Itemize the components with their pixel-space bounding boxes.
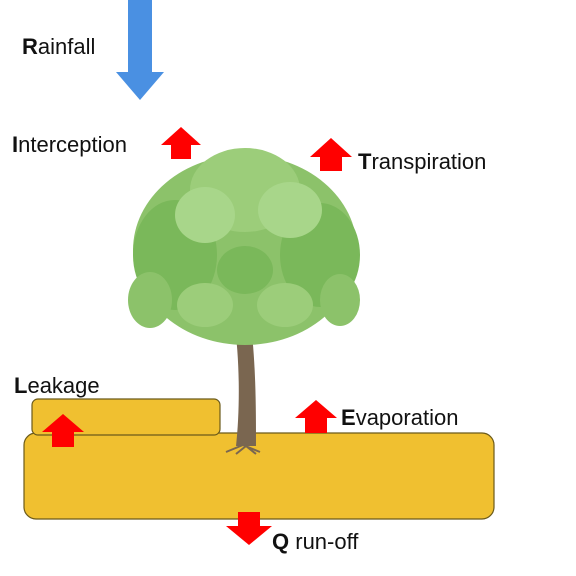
runoff-label: Q run-off [272, 529, 359, 554]
leakage-block [31, 398, 221, 436]
evaporation-label: Evaporation [341, 405, 459, 430]
leakage-label: Leakage [14, 373, 100, 398]
leakage-arrow-icon [42, 414, 84, 447]
runoff-arrow-icon [226, 512, 272, 545]
tree-icon [128, 148, 360, 455]
transpiration-label: Transpiration [358, 149, 487, 174]
evaporation-arrow-icon [295, 400, 337, 433]
rainfall-label: Rainfall [22, 34, 96, 59]
interception-arrow-icon [161, 127, 201, 159]
interception-label: Interception [12, 132, 127, 157]
soil-block [23, 432, 495, 520]
rainfall-arrow-icon [116, 0, 164, 100]
transpiration-arrow-icon [310, 138, 352, 171]
